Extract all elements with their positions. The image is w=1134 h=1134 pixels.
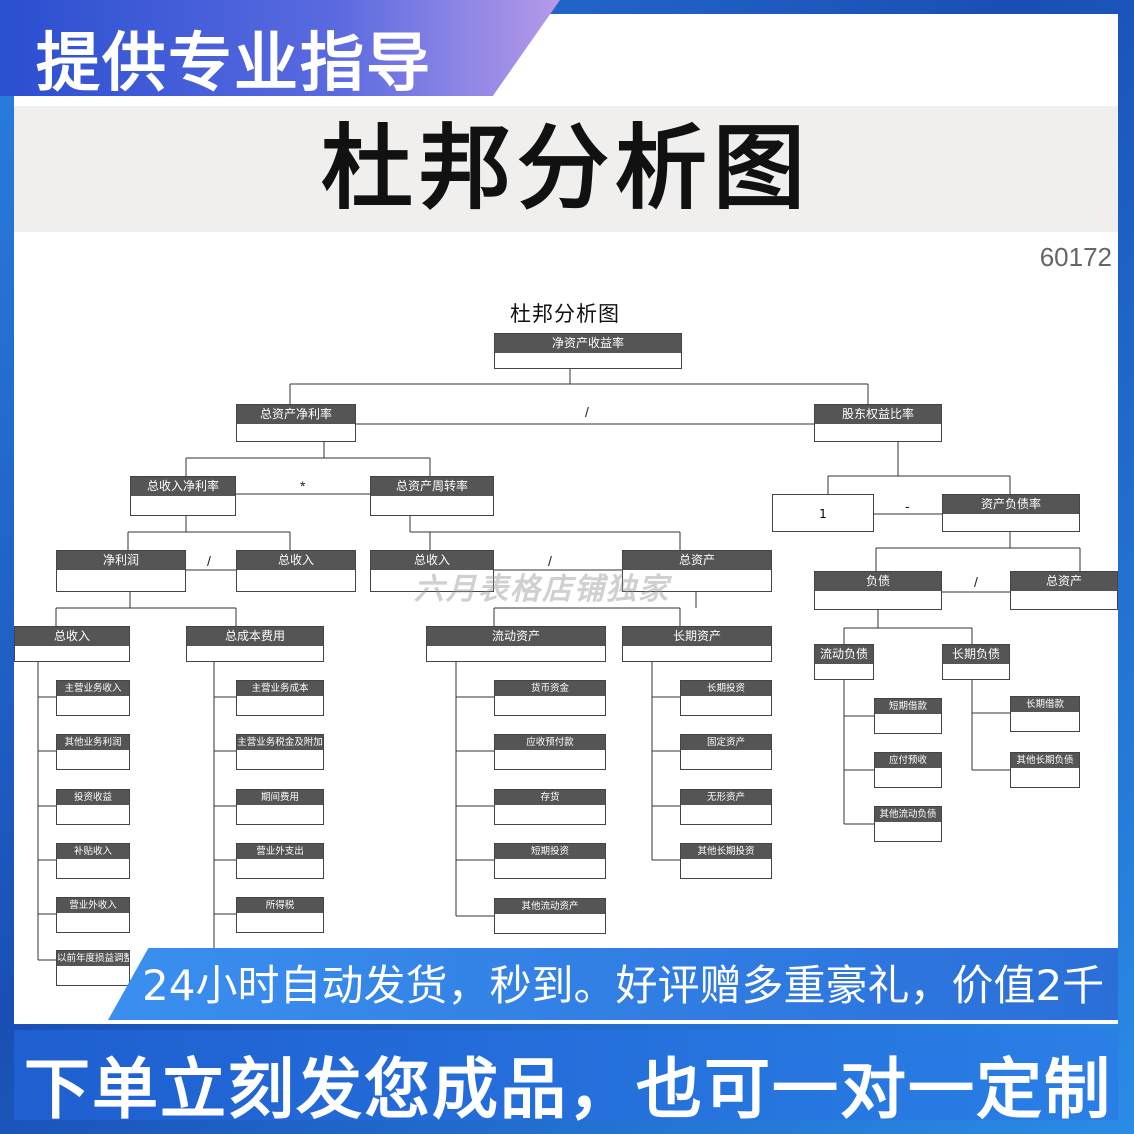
node-current-assets: 流动资产 [426, 626, 606, 662]
ca-item: 短期投资 [494, 843, 606, 879]
cl-item: 短期借款 [874, 698, 942, 734]
operator-div2: / [207, 553, 211, 569]
node-debt-ratio: 资产负债率 [942, 494, 1080, 532]
watermark: 六月表格店铺独家 [414, 572, 670, 607]
node-current-liabilities: 流动负债 [814, 644, 874, 680]
node-roa: 总资产净利率 [236, 404, 356, 442]
lta-item: 长期投资 [680, 680, 772, 716]
node-total-assets-b: 总资产 [1010, 571, 1118, 610]
ca-item: 存货 [494, 789, 606, 825]
operator-minus: - [905, 498, 910, 514]
ltl-item: 长期借款 [1010, 696, 1080, 732]
node-long-term-assets: 长期资产 [622, 626, 772, 662]
product-code: 60172 [1039, 242, 1112, 272]
rev-item: 营业外收入 [56, 897, 130, 933]
lta-item: 固定资产 [680, 734, 772, 770]
operator-div1: / [585, 404, 589, 420]
constant-one-label: 1 [819, 507, 827, 521]
node-net-margin: 总收入净利率 [130, 476, 236, 516]
ca-item: 其他流动资产 [494, 898, 606, 934]
node-total-cost: 总成本费用 [186, 626, 324, 662]
node-liabilities: 负债 [814, 571, 942, 610]
cost-item: 营业外支出 [236, 843, 324, 879]
cost-item: 期间费用 [236, 789, 324, 825]
cost-item: 主营业务成本 [236, 680, 324, 716]
top-banner [0, 0, 560, 96]
main-title: 杜邦分析图 [320, 115, 811, 222]
rev-item: 投资收益 [56, 789, 130, 825]
node-total-revenue-a: 总收入 [236, 550, 356, 592]
node-net-profit: 净利润 [56, 550, 186, 592]
node-total-assets-a: 总资产 [622, 550, 772, 592]
title-band [14, 106, 1118, 232]
cost-item: 主营业务税金及附加 [236, 734, 324, 770]
operator-div3: / [548, 553, 552, 569]
ltl-item: 其他长期负债 [1010, 752, 1080, 788]
cl-item: 应付预收 [874, 752, 942, 788]
operator-mul: * [300, 478, 306, 494]
node-total-revenue-c: 总收入 [14, 626, 130, 662]
cl-item: 其他流动负债 [874, 806, 942, 842]
bottom-banner [14, 1030, 1118, 1120]
rev-item: 主营业务收入 [56, 680, 130, 716]
node-long-term-liabilities: 长期负债 [942, 644, 1010, 680]
bottom-banner-text: 下单立刻发您成品，也可一对一定制 [24, 1051, 1112, 1128]
rev-item: 其他业务利润 [56, 734, 130, 770]
rev-item: 补贴收入 [56, 843, 130, 879]
constant-one: 1 [772, 494, 874, 532]
diagram-title: 杜邦分析图 [510, 302, 620, 326]
ca-item: 应收预付款 [494, 734, 606, 770]
lta-item: 无形资产 [680, 789, 772, 825]
node-equity-multiplier: 股东权益比率 [814, 404, 942, 442]
top-banner-text: 提供专业指导 [36, 27, 432, 101]
node-asset-turnover: 总资产周转率 [370, 476, 494, 516]
rev-item: 以前年度损益调整 [56, 950, 130, 986]
node-roe: 净资产收益率 [494, 333, 682, 369]
ca-item: 货币资金 [494, 680, 606, 716]
middle-banner-text: 24小时自动发货，秒到。好评赠多重豪礼，价值2千 [142, 961, 1105, 1010]
node-total-revenue-b: 总收入 [370, 550, 494, 592]
operator-div4: / [974, 574, 978, 590]
middle-banner [108, 948, 1118, 1020]
lta-item: 其他长期投资 [680, 843, 772, 879]
cost-item: 所得税 [236, 897, 324, 933]
